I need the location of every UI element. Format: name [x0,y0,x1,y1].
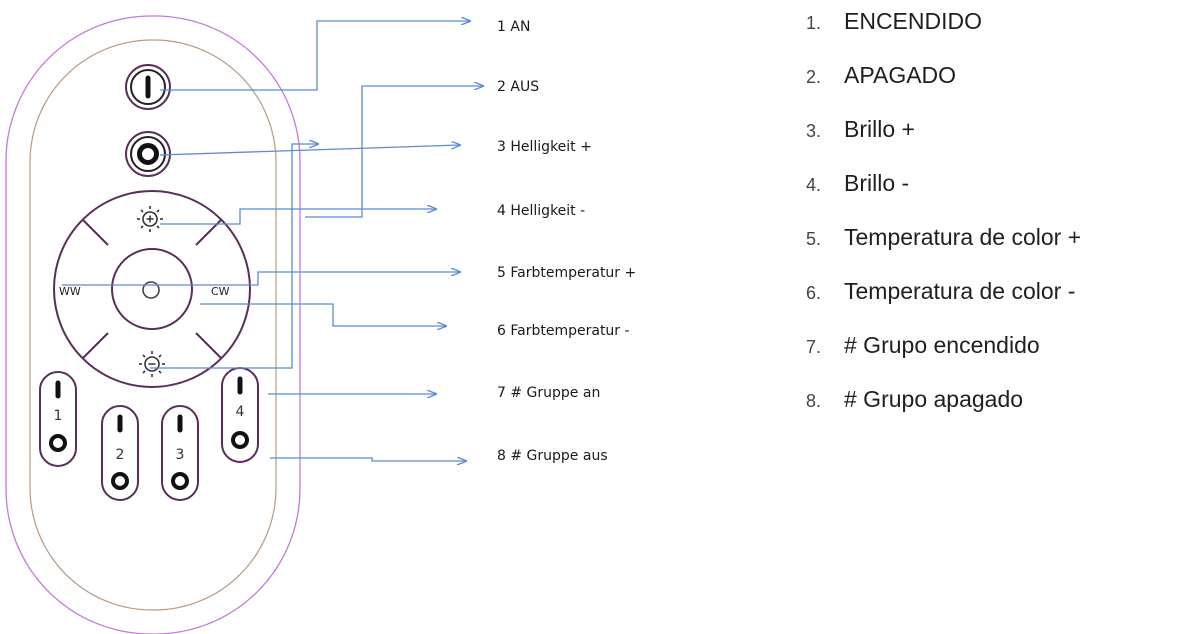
callout-6-label: 6 Farbtemperatur - [497,323,630,339]
legend-text: Temperatura de color - [844,278,1076,304]
callout-5-arrow [62,272,460,286]
group-1-number: 1 [54,408,63,424]
callout-2-label: 2 AUS [497,79,539,95]
legend-text: Temperatura de color + [844,224,1082,250]
legend-number: 1. [806,13,822,33]
legend-text: # Grupo apagado [844,386,1024,412]
callout-6-arrow [200,303,446,326]
legend-number: 3. [806,121,822,141]
brightness-down-button[interactable] [116,345,188,385]
legend-item: 1. ENCENDIDO [806,0,1081,48]
legend-item: 4. Brillo - [806,156,1081,210]
legend-number: 6. [806,283,822,303]
callout-4-arrow [160,209,436,225]
power-off-button[interactable] [125,131,171,177]
ww-label: WW [59,285,81,298]
group-2-button[interactable]: 2 [101,405,139,501]
brightness-up-button[interactable] [116,198,188,238]
callout-8-label: 8 # Gruppe aus [497,448,608,464]
callout-2-arrow [305,86,483,218]
legend-item: 7. # Grupo encendido [806,318,1081,372]
legend-number: 2. [806,67,822,87]
group-1-button[interactable]: 1 [39,371,77,467]
callout-3-label: 3 Helligkeit + [497,139,592,155]
legend-number: 7. [806,337,822,357]
center-button[interactable] [111,248,193,330]
legend-item: 2. APAGADO [806,48,1081,102]
legend-number: 5. [806,229,822,249]
group-3-button[interactable]: 3 [161,405,199,501]
sun-minus-icon [139,351,165,377]
legend-item: 5. Temperatura de color + [806,210,1081,264]
callout-1-arrow [160,21,470,91]
legend-item: 6. Temperatura de color - [806,264,1081,318]
callout-1-label: 1 AN [497,19,530,35]
spanish-legend: 1. ENCENDIDO 2. APAGADO 3. Brillo + 4. Brill… [806,0,1081,426]
legend-number: 4. [806,175,822,195]
cw-label: CW [211,285,230,298]
control-ring [53,190,251,388]
power-on-button[interactable] [125,64,171,110]
legend-text: Brillo - [844,170,910,196]
remote-outline-inner [29,39,277,611]
legend-item: 3. Brillo + [806,102,1081,156]
legend-text: # Grupo encendido [844,332,1040,358]
callout-9-arrow [270,458,466,461]
remote-outline-outer [5,15,301,634]
group-4-number: 4 [236,404,245,420]
callout-4-label: 4 Helligkeit - [497,203,585,219]
callout-5-label: 5 Farbtemperatur + [497,265,636,281]
group-2-number: 2 [116,447,125,463]
callout-3-arrow [159,145,460,156]
sun-plus-icon [137,206,163,232]
legend-number: 8. [806,391,822,411]
legend-text: Brillo + [844,116,915,142]
legend-item: 8. # Grupo apagado [806,372,1081,426]
group-3-number: 3 [176,447,185,463]
center-icon [142,281,160,299]
callout-7-label: 7 # Gruppe an [497,385,600,401]
group-4-button[interactable]: 4 [221,367,259,463]
callout-7-arrow [150,144,318,369]
legend-text: APAGADO [844,62,957,88]
legend-text: ENCENDIDO [844,8,983,34]
